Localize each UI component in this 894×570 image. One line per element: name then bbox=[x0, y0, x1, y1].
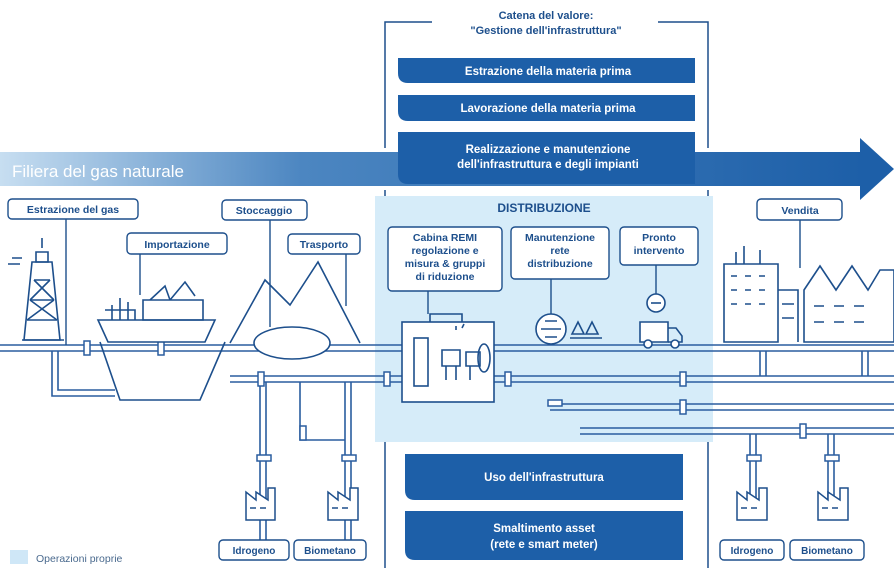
maintenance-line2: rete bbox=[550, 245, 569, 257]
value-chain-step-use-label: Uso dell'infrastruttura bbox=[484, 472, 604, 484]
emergency-line1: Pronto bbox=[642, 232, 676, 244]
plant-label-biomethane-left: Biometano bbox=[293, 539, 367, 561]
distribution-title: DISTRIBUZIONE bbox=[497, 201, 590, 215]
plant-label-hydrogen-left-text: Idrogeno bbox=[233, 546, 276, 557]
stage-transport-label: Trasporto bbox=[300, 239, 348, 251]
stage-sale-callout: Vendita bbox=[756, 198, 843, 268]
value-chain-frame bbox=[384, 21, 709, 568]
value-chain-step-disposal: Smaltimento asset (rete e smart meter) bbox=[405, 511, 683, 560]
maintenance-line3: distribuzione bbox=[527, 258, 592, 270]
stage-extraction-callout: Estrazione del gas bbox=[7, 198, 139, 345]
plant-label-hydrogen-left: Idrogeno bbox=[218, 539, 290, 561]
maintenance-callout: Manutenzione rete distribuzione bbox=[510, 226, 610, 314]
value-chain-step-extraction: Estrazione della materia prima bbox=[398, 58, 695, 83]
legend-label: Operazioni proprie bbox=[36, 553, 123, 565]
emergency-callout: Pronto intervento bbox=[619, 226, 699, 294]
legend-swatch bbox=[10, 550, 28, 564]
value-chain-step-processing-label: Lavorazione della materia prima bbox=[460, 103, 636, 115]
plant-label-biomethane-left-text: Biometano bbox=[304, 546, 356, 557]
remi-line2: regolazione e bbox=[411, 245, 478, 257]
stage-extraction-label: Estrazione del gas bbox=[27, 204, 119, 216]
value-chain-step-use: Uso dell'infrastruttura bbox=[405, 454, 683, 500]
value-chain-step-processing: Lavorazione della materia prima bbox=[398, 95, 695, 121]
stage-storage-label: Stoccaggio bbox=[236, 205, 293, 217]
extraction-tower-icon bbox=[8, 238, 64, 341]
value-chain-step-extraction-label: Estrazione della materia prima bbox=[465, 66, 632, 78]
value-chain-step-maintenance-line2: dell'infrastruttura e degli impianti bbox=[457, 159, 639, 171]
hydrogen-plant-right-icon bbox=[736, 487, 768, 521]
remi-line4: di riduzione bbox=[416, 271, 475, 283]
emergency-line2: intervento bbox=[634, 245, 685, 257]
maintenance-line1: Manutenzione bbox=[525, 232, 595, 244]
biomethane-plant-right-icon bbox=[817, 487, 849, 521]
plant-label-biomethane-right-text: Biometano bbox=[801, 546, 853, 557]
stage-storage-callout: Stoccaggio bbox=[221, 199, 308, 327]
remi-line3: misura & gruppi bbox=[405, 258, 486, 270]
remi-cabin-icon bbox=[401, 313, 495, 403]
stage-sale-label: Vendita bbox=[781, 205, 819, 217]
value-chain-step-maintenance: Realizzazione e manutenzione dell'infras… bbox=[398, 132, 695, 184]
storage-mountain-icon bbox=[229, 260, 361, 360]
emergency-van-icon bbox=[639, 293, 683, 349]
value-chain-step-disposal-line1: Smaltimento asset bbox=[493, 523, 595, 535]
stage-import-callout: Importazione bbox=[126, 232, 228, 295]
value-chain-step-maintenance-line1: Realizzazione e manutenzione bbox=[466, 144, 631, 156]
network-maintenance-icon bbox=[535, 313, 602, 345]
plant-label-hydrogen-right: Idrogeno bbox=[719, 539, 785, 561]
remi-callout: Cabina REMI regolazione e misura & grupp… bbox=[387, 226, 503, 314]
hydrogen-plant-left-icon bbox=[245, 487, 276, 521]
value-chain-title-line1: Catena del valore: bbox=[499, 10, 594, 22]
city-buildings-icon bbox=[723, 246, 894, 343]
lng-ship-icon bbox=[96, 280, 226, 401]
value-chain-step-disposal-line2: (rete e smart meter) bbox=[490, 539, 598, 551]
remi-line1: Cabina REMI bbox=[413, 232, 477, 244]
stage-import-label: Importazione bbox=[144, 239, 209, 251]
value-chain-title-line2: "Gestione dell'infrastruttura" bbox=[470, 25, 621, 37]
plant-label-biomethane-right: Biometano bbox=[789, 539, 865, 561]
supply-chain-title: Filiera del gas naturale bbox=[12, 162, 184, 181]
plant-label-hydrogen-right-text: Idrogeno bbox=[731, 546, 774, 557]
biomethane-plant-left-icon bbox=[327, 487, 359, 521]
stage-transport-callout: Trasporto bbox=[287, 233, 361, 306]
